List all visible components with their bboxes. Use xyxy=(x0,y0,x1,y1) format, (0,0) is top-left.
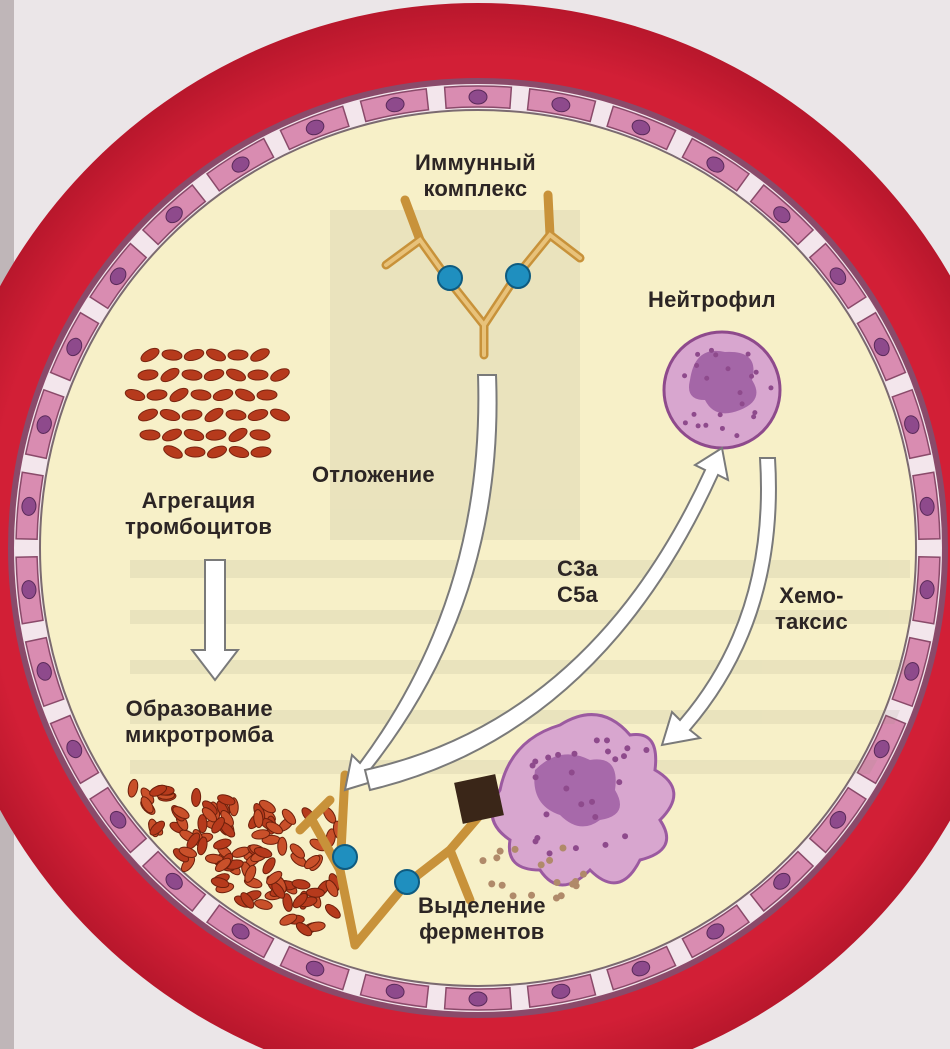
granule xyxy=(754,370,759,375)
platelet xyxy=(191,788,201,806)
granule xyxy=(703,423,708,428)
enzyme-granule xyxy=(493,854,500,861)
granule xyxy=(751,414,756,419)
granule xyxy=(709,348,714,353)
granule xyxy=(532,759,538,765)
granule xyxy=(592,814,598,820)
label-microthrombus-line1: Образование xyxy=(125,696,274,722)
label-immune-complex-line2: комплекс xyxy=(415,176,536,202)
granule xyxy=(543,811,549,817)
granule xyxy=(720,426,725,431)
label-neutrophil: Нейтрофил xyxy=(648,287,776,313)
platelet xyxy=(185,447,205,458)
granule xyxy=(589,799,595,805)
platelet xyxy=(278,837,287,855)
antigen-dot xyxy=(438,266,462,290)
antigen-dot xyxy=(506,264,530,288)
granule xyxy=(692,412,697,417)
platelet xyxy=(248,370,268,381)
label-deposition: Отложение xyxy=(312,462,435,488)
label-chemotaxis-line2: таксис xyxy=(775,609,848,635)
granule xyxy=(602,842,608,848)
granule xyxy=(726,366,731,371)
granule xyxy=(594,737,600,743)
antigen-dot xyxy=(395,870,419,894)
granule xyxy=(768,385,773,390)
enzyme-granule xyxy=(559,845,566,852)
neutrophil-cell xyxy=(664,332,780,448)
platelet xyxy=(306,888,324,898)
granule xyxy=(738,390,743,395)
enzyme-granule xyxy=(569,881,576,888)
granule xyxy=(718,412,723,417)
granule xyxy=(621,753,627,759)
granule xyxy=(682,373,687,378)
label-c3a: С3а xyxy=(557,556,598,582)
cell-nucleus xyxy=(469,90,487,104)
cell-nucleus xyxy=(469,992,487,1006)
label-immune-complex-line1: Иммунный xyxy=(415,150,536,176)
granule xyxy=(713,352,718,357)
enzyme-granule xyxy=(554,879,561,886)
granule xyxy=(534,835,540,841)
granule xyxy=(563,785,569,791)
granule xyxy=(740,401,745,406)
platelet xyxy=(228,350,248,361)
platelet xyxy=(140,430,160,441)
granule xyxy=(746,352,751,357)
platelet xyxy=(257,390,277,401)
granule xyxy=(643,747,649,753)
granule xyxy=(573,845,579,851)
antigen-dot xyxy=(333,845,357,869)
label-c5a: С5а xyxy=(557,582,598,608)
granule xyxy=(695,352,700,357)
label-enzyme-release: Выделение ферментов xyxy=(418,893,546,945)
granule xyxy=(578,801,584,807)
granule xyxy=(624,745,630,751)
granule xyxy=(545,754,551,760)
granule xyxy=(616,779,622,785)
granule xyxy=(694,363,699,368)
enzyme-granule xyxy=(497,848,504,855)
granule xyxy=(622,833,628,839)
enzyme-granule xyxy=(479,857,486,864)
granule xyxy=(533,774,539,780)
label-microthrombus: Образование микротромба xyxy=(125,696,274,748)
enzyme-granule xyxy=(580,871,587,878)
granule xyxy=(555,752,561,758)
label-chemotaxis-line1: Хемо- xyxy=(775,583,848,609)
granule xyxy=(571,751,577,757)
label-complement: С3а С5а xyxy=(557,556,598,608)
granule xyxy=(604,737,610,743)
enzyme-granule xyxy=(512,846,519,853)
granule xyxy=(547,850,553,856)
granule xyxy=(683,420,688,425)
label-platelet-aggregation: Агрегация тромбоцитов xyxy=(125,488,272,540)
label-platelet-aggregation-line1: Агрегация xyxy=(125,488,272,514)
enzyme-granule xyxy=(488,880,495,887)
enzyme-granule xyxy=(558,892,565,899)
granule xyxy=(605,748,611,754)
label-enzyme-release-line1: Выделение xyxy=(418,893,546,919)
label-microthrombus-line2: микротромба xyxy=(125,722,274,748)
granule xyxy=(734,433,739,438)
degranulation-block xyxy=(454,774,504,824)
label-platelet-aggregation-line2: тромбоцитов xyxy=(125,514,272,540)
granule xyxy=(569,770,575,776)
granule xyxy=(696,423,701,428)
granule xyxy=(704,376,709,381)
granule xyxy=(612,756,618,762)
enzyme-granule xyxy=(546,857,553,864)
enzyme-granule xyxy=(538,861,545,868)
label-chemotaxis: Хемо- таксис xyxy=(775,583,848,635)
label-enzyme-release-line2: ферментов xyxy=(418,919,546,945)
label-immune-complex: Иммунный комплекс xyxy=(415,150,536,202)
granule xyxy=(749,374,754,379)
enzyme-granule xyxy=(499,882,506,889)
